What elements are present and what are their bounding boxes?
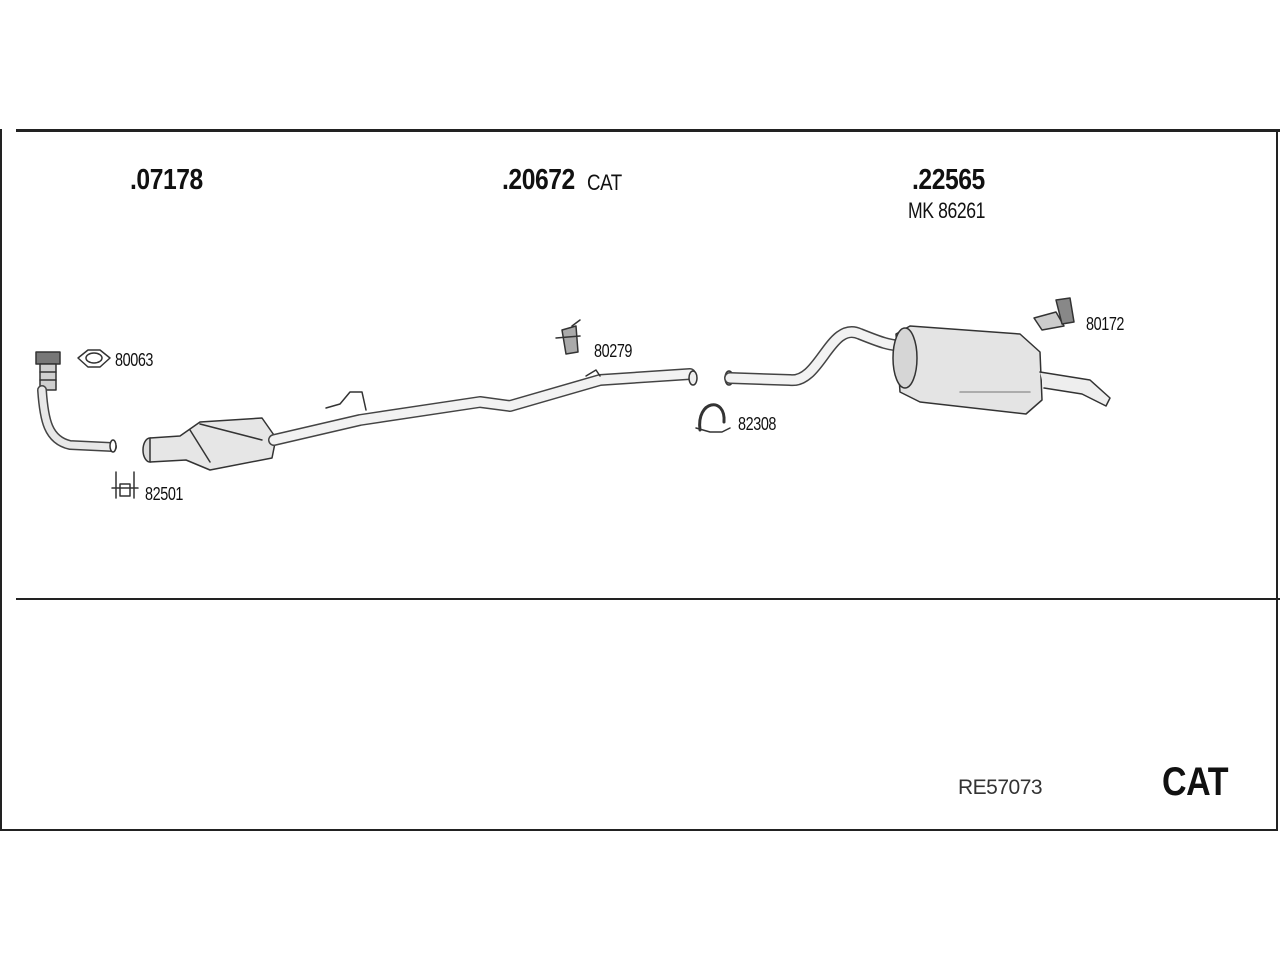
- label-bracket-clamp: 82501: [145, 484, 184, 504]
- part-label-front-pipe: .07178: [130, 164, 203, 196]
- hanger-mid-part: [555, 319, 581, 355]
- label-clamp-mid: 82308: [738, 414, 777, 434]
- hanger-rear-part: [1033, 297, 1075, 331]
- label-hanger-mid: 80279: [594, 341, 633, 361]
- part-label-catalyst: .20672: [502, 164, 588, 197]
- gasket-part: [77, 349, 111, 368]
- top-rule: [16, 129, 1280, 132]
- catalyst-type-label: CAT: [1162, 760, 1229, 804]
- label-gasket: 80063: [115, 350, 154, 370]
- set-code: RE57073: [958, 776, 1043, 799]
- rear-silencer-part: [724, 325, 1111, 415]
- part-label-catalyst-suffix: CAT: [587, 170, 622, 195]
- part-number-catalyst: .20672: [502, 164, 575, 196]
- part-label-rear-silencer: .22565: [912, 164, 985, 196]
- catalyst-pipe-part: [142, 368, 698, 471]
- divider-rule: [16, 598, 1280, 600]
- part-label-rear-silencer-sub: MK 86261: [908, 198, 986, 223]
- front-pipe-part: [35, 351, 117, 453]
- diagram-frame: [0, 129, 1278, 831]
- bracket-clamp-part: [111, 471, 139, 499]
- clamp-mid-part: [695, 403, 731, 433]
- label-hanger-rear: 80172: [1086, 314, 1125, 334]
